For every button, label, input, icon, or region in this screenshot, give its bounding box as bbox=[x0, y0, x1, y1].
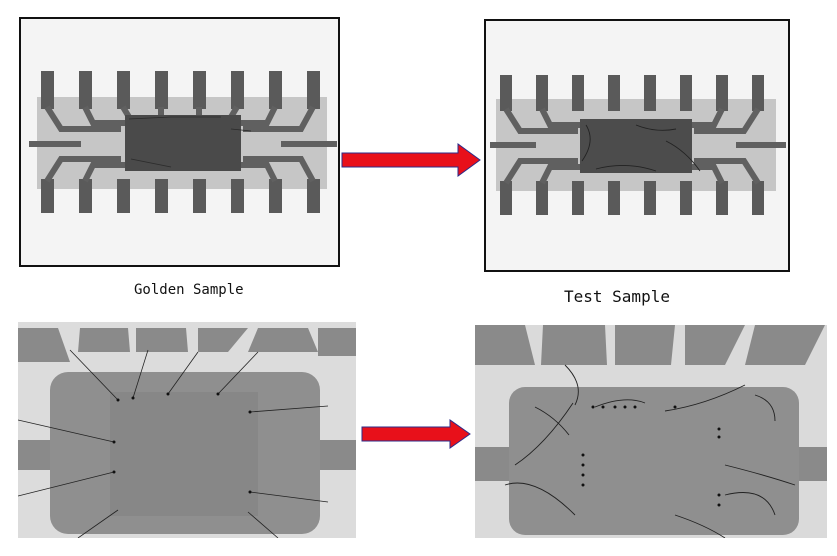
golden-sample-xray bbox=[19, 17, 340, 267]
arrow-right-icon bbox=[341, 143, 481, 177]
test-sample-zoom bbox=[475, 325, 827, 538]
arrow-right-icon bbox=[361, 419, 471, 449]
test-sample-image bbox=[490, 75, 786, 215]
test-sample-xray bbox=[484, 19, 790, 272]
golden-zoom-image bbox=[18, 322, 356, 538]
golden-sample-caption: Golden Sample bbox=[134, 282, 244, 298]
golden-sample-image bbox=[29, 71, 337, 213]
test-sample-caption: Test Sample bbox=[564, 287, 670, 306]
golden-sample-zoom bbox=[18, 322, 356, 538]
test-zoom-image bbox=[475, 325, 827, 538]
